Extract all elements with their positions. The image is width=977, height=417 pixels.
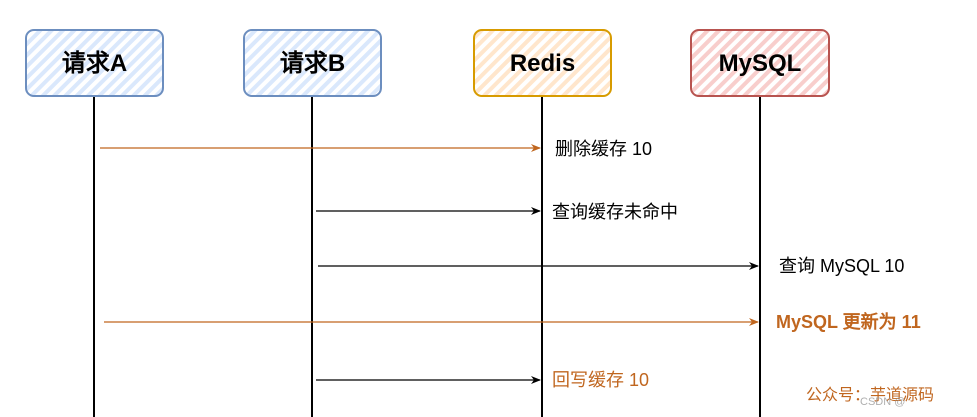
message-label-2: 查询缓存未命中 — [552, 202, 678, 222]
message-label-4: MySQL 更新为 11 — [776, 311, 921, 332]
watermark-text: 公众号：芋道源码 — [806, 386, 934, 404]
actor-request-b: 请求B — [243, 29, 382, 97]
actor-request-b-label: 请求B — [280, 50, 345, 77]
actor-redis-label: Redis — [510, 50, 575, 77]
actor-mysql: MySQL — [690, 29, 830, 97]
message-label-1: 删除缓存 10 — [555, 139, 652, 159]
actor-redis: Redis — [473, 29, 612, 97]
actor-mysql-label: MySQL — [719, 50, 802, 77]
message-label-3: 查询 MySQL 10 — [779, 256, 904, 276]
watermark-overlay: CSDN @ — [860, 396, 905, 408]
actor-request-a: 请求A — [25, 29, 164, 97]
message-label-5: 回写缓存 10 — [552, 370, 649, 390]
actor-request-a-label: 请求A — [62, 50, 127, 77]
